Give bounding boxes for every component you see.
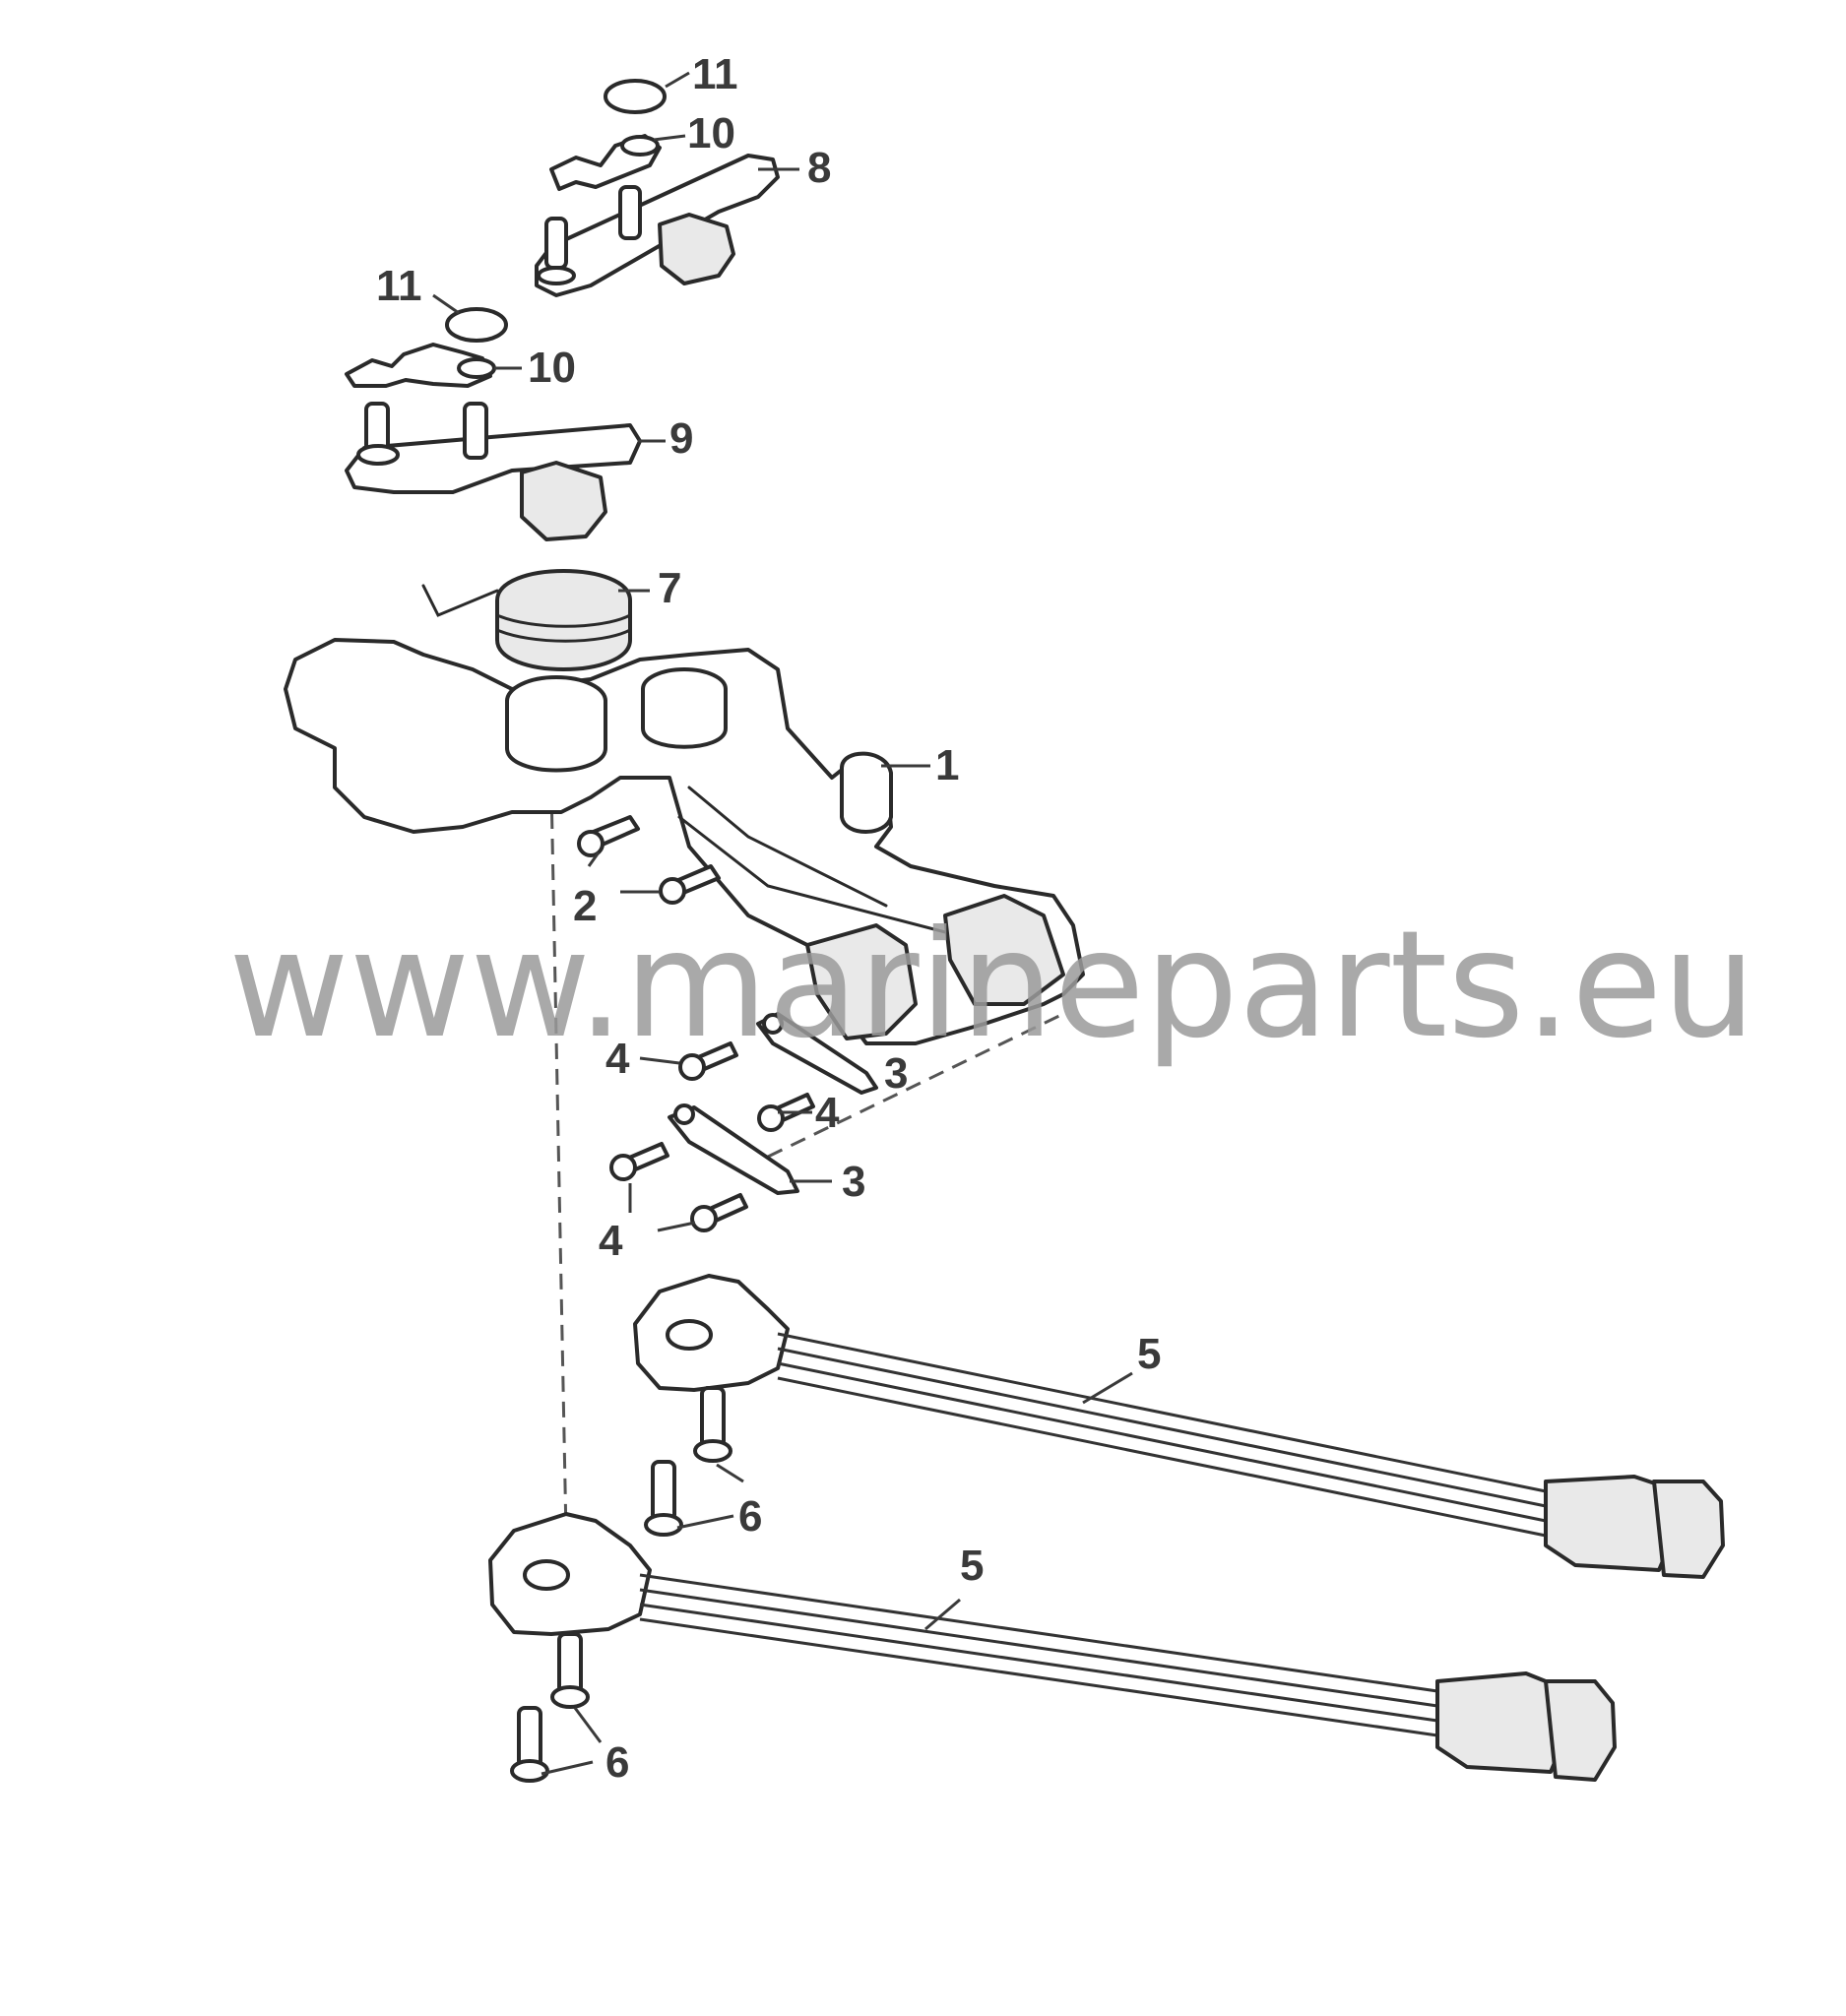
part-4-screw-d — [690, 1193, 748, 1232]
callout-11-lower: 11 — [376, 262, 422, 310]
callout-3-upper: 3 — [884, 1049, 908, 1098]
callout-4-upper: 4 — [605, 1035, 630, 1083]
callout-6-lower: 6 — [605, 1738, 629, 1787]
callout-11-top: 11 — [692, 50, 738, 98]
callout-10-top: 10 — [687, 109, 735, 158]
callout-1: 1 — [935, 741, 959, 789]
watermark-text: www.marineparts.eu — [228, 900, 1756, 1071]
alignment-line-vertical — [549, 787, 568, 1537]
part-6-screw-c — [550, 1632, 590, 1709]
part-4-screw-a — [678, 1041, 738, 1081]
part-11-oring-lower — [445, 307, 508, 343]
part-10-clip-upper — [549, 134, 662, 191]
part-4-screw-b — [757, 1093, 815, 1132]
part-2-bolt-b — [659, 864, 721, 905]
alignment-line-diagonal — [767, 1012, 1064, 1159]
leader-lines — [432, 71, 1133, 1776]
part-1-main-bracket — [284, 638, 1085, 1045]
part-8-upper-lever — [535, 154, 780, 297]
part-10-clip-lower — [345, 343, 496, 388]
part-6-screw-d — [510, 1706, 549, 1783]
part-6-screw-a — [693, 1386, 732, 1463]
part-6-screw-b — [644, 1460, 683, 1537]
callout-8: 8 — [807, 144, 831, 192]
part-7-torsion-spring — [421, 569, 632, 671]
callout-4-lower: 4 — [599, 1217, 623, 1265]
callout-10-lower: 10 — [528, 344, 576, 392]
part-4-screw-c — [609, 1142, 669, 1181]
part-9-lower-lever — [345, 402, 642, 541]
callout-2: 2 — [573, 882, 597, 930]
callout-5-lower: 5 — [960, 1542, 984, 1590]
callout-7: 7 — [658, 564, 681, 612]
part-3-clip-lower — [668, 1103, 799, 1195]
callout-3-lower: 3 — [842, 1158, 865, 1206]
callout-9: 9 — [669, 414, 693, 463]
part-3-clip-upper — [756, 1012, 878, 1095]
callout-4-middle: 4 — [815, 1089, 840, 1137]
part-11-oring-upper — [604, 79, 667, 114]
part-2-bolt-a — [577, 815, 640, 857]
part-5-sensor-harness-lower — [488, 1512, 1617, 1782]
part-5-sensor-harness-upper — [633, 1274, 1725, 1579]
callout-6-upper: 6 — [738, 1492, 762, 1541]
callout-5-upper: 5 — [1137, 1330, 1161, 1378]
